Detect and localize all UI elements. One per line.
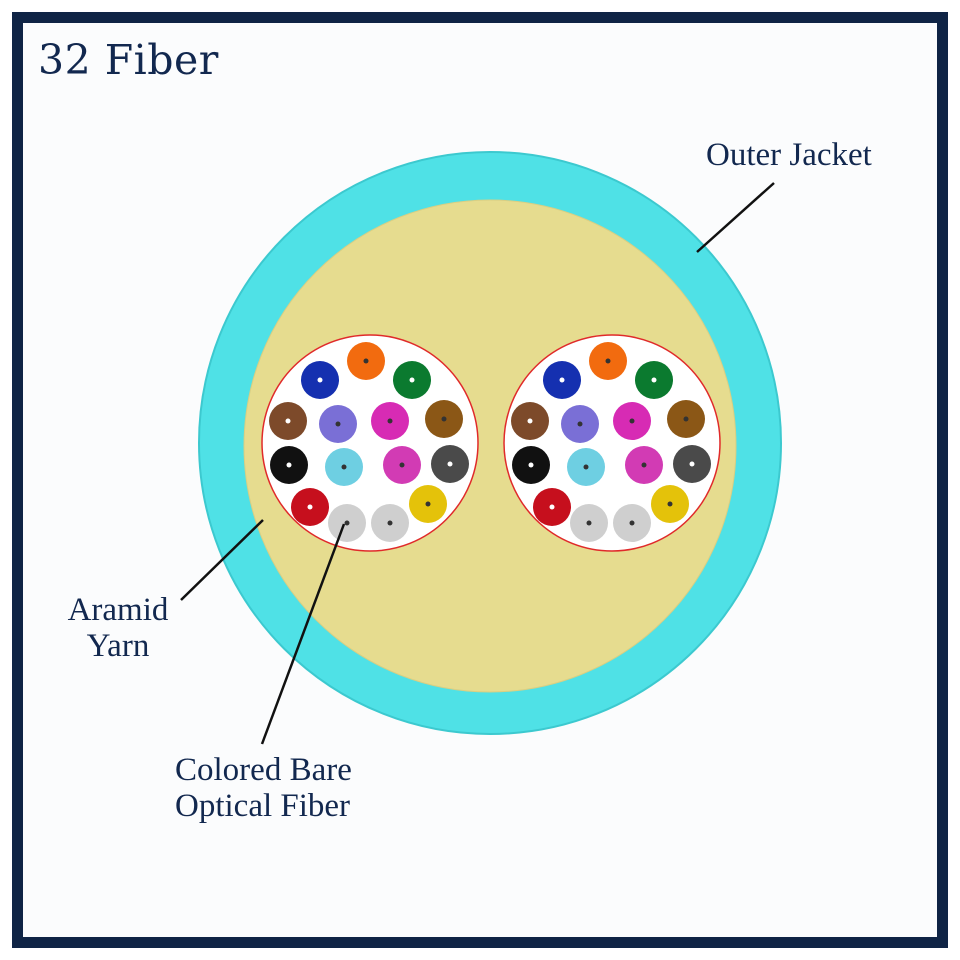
fiber-core (341, 464, 347, 470)
fiber-core (335, 421, 341, 427)
fiber-core (683, 416, 689, 422)
fiber-core (447, 461, 453, 467)
fiber-core (577, 421, 583, 427)
leader-line-colored-fiber (260, 523, 346, 745)
label-fiber-line2: Optical Fiber (175, 788, 351, 824)
fiber-core (667, 501, 673, 507)
label-outer-jacket: Outer Jacket (706, 137, 872, 173)
label-colored-fiber: Colored Bare Optical Fiber (175, 752, 352, 824)
fiber-core (409, 377, 415, 383)
fiber-core (286, 462, 292, 468)
fiber-core (549, 504, 555, 510)
label-fiber-line1: Colored Bare (175, 752, 352, 788)
fiber-core (651, 377, 657, 383)
fiber-core (285, 418, 291, 424)
fiber-core (527, 418, 533, 424)
fiber-core (307, 504, 313, 510)
fiber-core (605, 358, 611, 364)
leader-line-outer-jacket (696, 182, 775, 253)
fiber-core (629, 520, 635, 526)
fiber-core (559, 377, 565, 383)
fiber-core (317, 377, 323, 383)
fiber-core (387, 418, 393, 424)
fiber-core (583, 464, 589, 470)
fiber-core (344, 520, 350, 526)
diagram-title: 32 Fiber (38, 36, 219, 84)
fiber-core (363, 358, 369, 364)
fiber-core (399, 462, 405, 468)
fiber-core (387, 520, 393, 526)
aramid-yarn (243, 199, 737, 693)
fiber-core (629, 418, 635, 424)
label-aramid-yarn: Aramid Yarn (58, 592, 178, 664)
fiber-core (641, 462, 647, 468)
fiber-core (689, 461, 695, 467)
leader-line-aramid-yarn (180, 519, 264, 601)
fiber-group (269, 342, 711, 542)
label-aramid-line2: Yarn (86, 628, 150, 664)
fiber-core (528, 462, 534, 468)
label-aramid-line1: Aramid (67, 592, 169, 628)
fiber-core (441, 416, 447, 422)
fiber-core (586, 520, 592, 526)
fiber-core (425, 501, 431, 507)
